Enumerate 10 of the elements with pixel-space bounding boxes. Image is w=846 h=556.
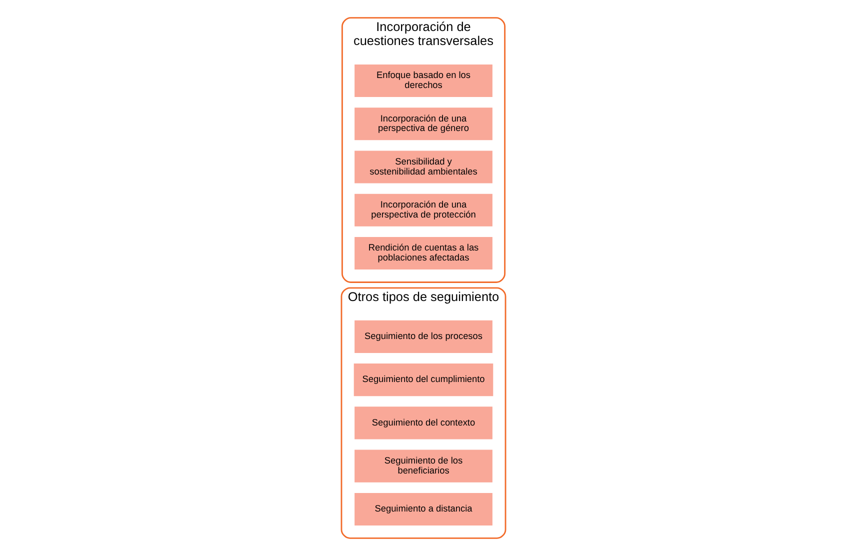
node-box: Incorporación de una perspectiva de protección — [354, 194, 492, 226]
node-box: Seguimiento del cumplimiento — [353, 364, 493, 396]
node-box: Rendición de cuentas a las poblaciones afectadas — [354, 237, 492, 270]
node-box: Seguimiento de los beneficiarios — [354, 450, 492, 482]
node-box: Incorporación de una perspectiva de género — [354, 108, 492, 140]
node-box: Enfoque basado en los derechos — [354, 64, 492, 97]
node-box: Seguimiento de los procesos — [354, 320, 492, 353]
node-box: Seguimiento del contexto — [354, 406, 492, 440]
node-box: Seguimiento a distancia — [354, 492, 492, 526]
node-box: Sensibilidad y sostenibilidad ambientales — [354, 150, 492, 184]
